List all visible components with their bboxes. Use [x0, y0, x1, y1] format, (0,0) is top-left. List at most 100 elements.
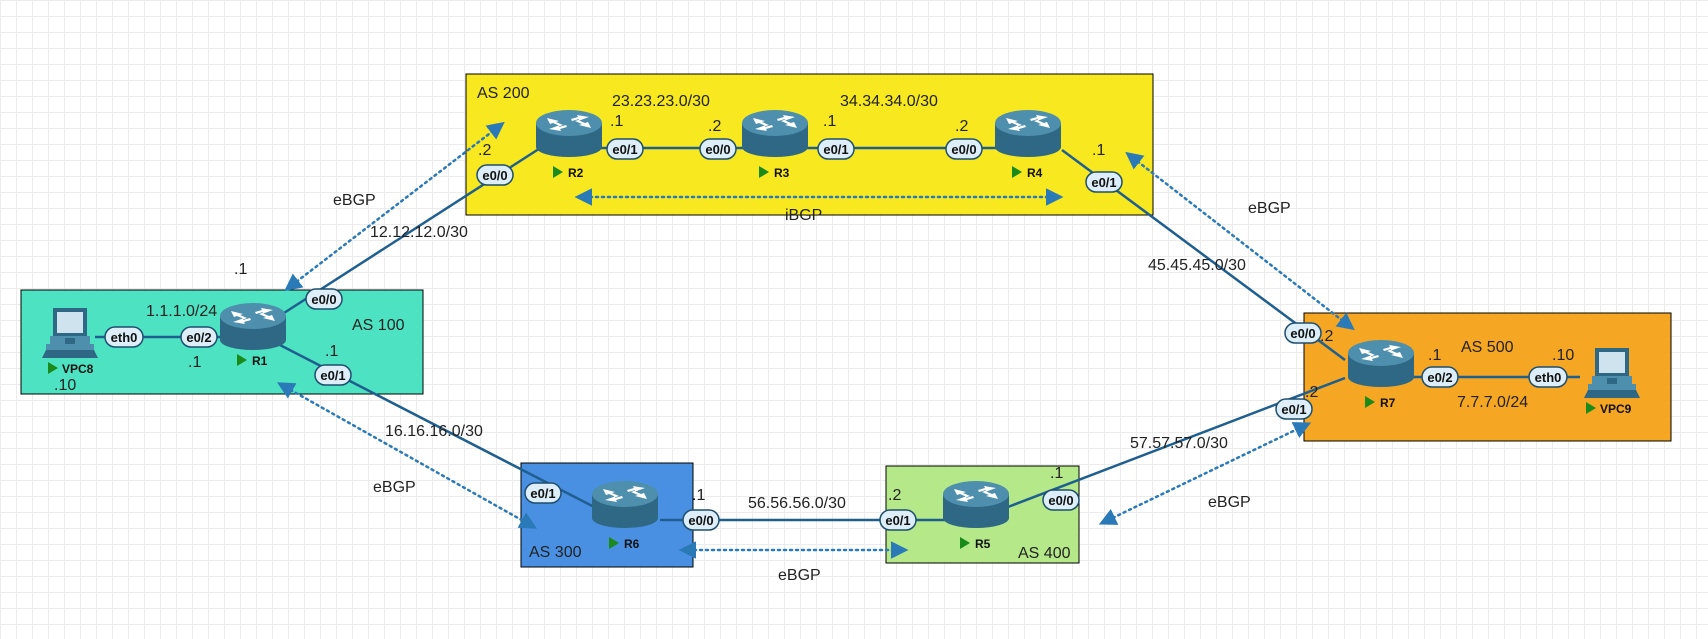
router-r5[interactable]: R5: [943, 481, 1009, 551]
intf-vpc8-eth0[interactable]: eth0: [104, 326, 144, 348]
intf-label: e0/2: [1427, 370, 1452, 385]
intf-label: e0/1: [1281, 402, 1306, 417]
router-r3-name: R3: [774, 166, 790, 180]
intf-r7-e02[interactable]: e0/2: [1421, 366, 1459, 388]
as-300-label: AS 300: [529, 544, 582, 561]
intf-vpc9-eth0[interactable]: eth0: [1528, 366, 1568, 388]
play-icon: [553, 166, 563, 178]
router-icon: [536, 110, 602, 157]
session-r1-r2-line: [284, 121, 505, 292]
subnet-r1-r2: 12.12.12.0/30: [370, 224, 468, 241]
subnet-r3-r4: 34.34.34.0/30: [840, 93, 938, 110]
vpc8-name: VPC8: [62, 362, 94, 376]
play-icon: [1012, 166, 1022, 178]
play-icon: [609, 537, 619, 549]
intf-label: e0/1: [530, 486, 555, 501]
intf-badge: [314, 364, 352, 386]
vpc9-host[interactable]: VPC9: [1584, 348, 1640, 416]
router-r2[interactable]: R2: [536, 110, 602, 180]
router-r7[interactable]: R7: [1348, 340, 1414, 410]
intf-badge: [1528, 366, 1568, 388]
octet-r3-e01: .1: [823, 113, 836, 130]
intf-badge: [699, 138, 737, 160]
session-r4-r7-label: eBGP: [1248, 200, 1291, 217]
octet-r7-e01: .2: [1305, 384, 1318, 401]
intf-label: e0/0: [1290, 326, 1315, 341]
intf-r1-e02[interactable]: e0/2: [180, 326, 218, 348]
session-r5-r7-line: [1098, 422, 1312, 525]
host-octet-labels: .1 .1 .1 .10 .2 .1 .2 .1 .2 .1 .1 .2 .1 …: [54, 113, 1574, 504]
intf-badge: [1284, 322, 1322, 344]
intf-label: e0/1: [1091, 175, 1116, 190]
intf-r6-e00[interactable]: e0/0: [682, 509, 720, 531]
play-icon: [759, 166, 769, 178]
intf-label: e0/0: [951, 142, 976, 157]
octet-r1-e02: .1: [188, 354, 201, 371]
bgp-sessions: [276, 121, 1355, 559]
router-r3[interactable]: R3: [742, 110, 808, 180]
octet-r1-e00: .1: [234, 261, 247, 278]
intf-label: e0/1: [885, 513, 910, 528]
as-400-label: AS 400: [1018, 545, 1071, 562]
vpc9-name: VPC9: [1600, 402, 1632, 416]
vpc8-host[interactable]: VPC8: [42, 308, 98, 376]
session-labels: eBGP iBGP eBGP eBGP eBGP eBGP: [333, 192, 1291, 584]
intf-badge: [476, 164, 514, 186]
intf-label: e0/0: [688, 513, 713, 528]
intf-label: e0/0: [705, 142, 730, 157]
intf-label: e0/0: [482, 168, 507, 183]
octet-r5-e01: .2: [888, 487, 901, 504]
session-r1-r6-line: [276, 382, 538, 529]
router-icon: [943, 481, 1009, 528]
subnet-r4-r7: 45.45.45.0/30: [1148, 257, 1246, 274]
intf-r3-e00[interactable]: e0/0: [699, 138, 737, 160]
octet-r7-e02: .1: [1428, 347, 1441, 364]
as-100-label: AS 100: [352, 317, 405, 334]
router-r6-name: R6: [624, 537, 640, 551]
router-icon: [742, 110, 808, 157]
intf-label: e0/1: [612, 142, 637, 157]
octet-r1-e01: .1: [325, 343, 338, 360]
intf-r2-e00[interactable]: e0/0: [476, 164, 514, 186]
play-icon: [1586, 402, 1596, 414]
intf-badge: [682, 509, 720, 531]
intf-r5-e00[interactable]: e0/0: [1042, 489, 1080, 511]
router-r2-name: R2: [568, 166, 584, 180]
intf-r1-e01[interactable]: e0/1: [314, 364, 352, 386]
router-r6[interactable]: R6: [592, 481, 658, 551]
subnet-r1-vpc8: 1.1.1.0/24: [146, 303, 217, 320]
router-r1-name: R1: [252, 354, 268, 368]
intf-badge: [817, 138, 855, 160]
router-icon: [995, 110, 1061, 157]
octet-r4-e01: .1: [1092, 142, 1105, 159]
octet-r6-e00: .1: [692, 487, 705, 504]
intf-label: eth0: [111, 330, 138, 345]
intf-r6-e01[interactable]: e0/1: [524, 482, 562, 504]
session-r2-r4-label: iBGP: [785, 207, 822, 224]
intf-r7-e00[interactable]: e0/0: [1284, 322, 1322, 344]
session-r6-r5-label: eBGP: [778, 567, 821, 584]
session-r1-r2-label: eBGP: [333, 192, 376, 209]
intf-label: e0/0: [311, 292, 336, 307]
intf-badge: [606, 138, 644, 160]
subnet-r5-r6: 56.56.56.0/30: [748, 495, 846, 512]
intf-r1-e00[interactable]: e0/0: [305, 288, 343, 310]
intf-r5-e01[interactable]: e0/1: [879, 509, 917, 531]
intf-badge: [945, 138, 983, 160]
router-r1[interactable]: R1: [220, 303, 286, 368]
intf-r3-e01[interactable]: e0/1: [817, 138, 855, 160]
intf-r4-e01[interactable]: e0/1: [1085, 171, 1123, 193]
intf-badge: [180, 326, 218, 348]
octet-vpc9: .10: [1552, 347, 1574, 364]
octet-r7-e00: .2: [1320, 328, 1333, 345]
intf-r7-e01[interactable]: e0/1: [1275, 398, 1313, 420]
intf-r4-e00[interactable]: e0/0: [945, 138, 983, 160]
intf-r2-e01[interactable]: e0/1: [606, 138, 644, 160]
as-500-label: AS 500: [1461, 339, 1514, 356]
router-r4[interactable]: R4: [995, 110, 1061, 180]
session-r5-r7-label: eBGP: [1208, 494, 1251, 511]
subnet-r5-r7: 57.57.57.0/30: [1130, 435, 1228, 452]
intf-badge: [1421, 366, 1459, 388]
play-icon: [48, 362, 58, 374]
